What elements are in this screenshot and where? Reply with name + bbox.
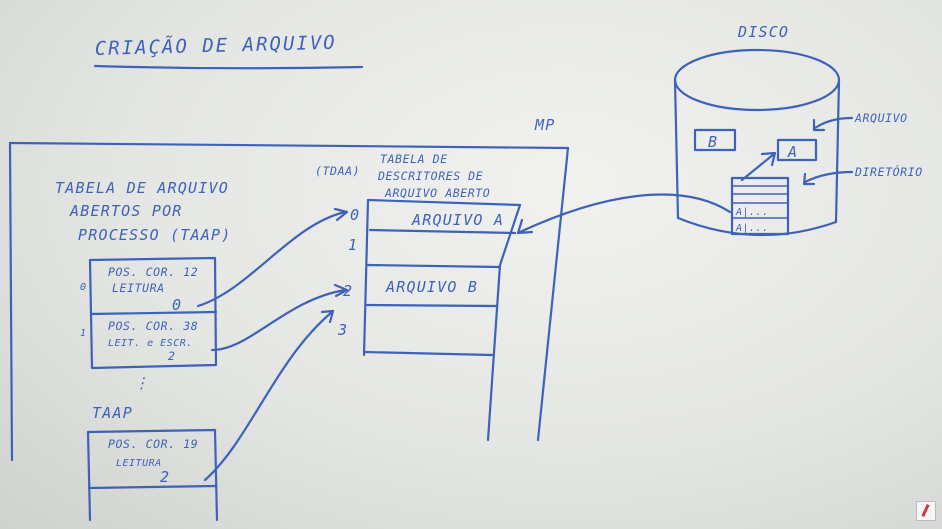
mp-top-border (8, 141, 570, 150)
taap1-cell: POS. COR. 12 (108, 265, 198, 279)
taap2-cell: LEITURA (116, 458, 162, 469)
mp-label: MP (534, 116, 555, 134)
taap1-cell: LEIT. e ESCR. (108, 338, 193, 349)
disk-directory: A|... A|... (730, 176, 790, 236)
mp-left-border (8, 141, 14, 462)
tdaa-table: 0 1 2 3 ARQUIVO A ARQUIVO B (337, 198, 522, 442)
dir-to-file-arrowhead (760, 151, 777, 167)
diretorio-pointer-head (802, 172, 816, 186)
taap2-cell: POS. COR. 19 (108, 437, 198, 451)
dir-entry: A|... (735, 207, 769, 218)
taap2-table: POS. COR. 19 LEITURA 2 (86, 428, 219, 522)
taap2-title: TAAP (92, 404, 133, 422)
tdaa-index: 3 (337, 321, 348, 339)
dir-to-file-arrow (740, 152, 776, 182)
taap1-cell: 0 (172, 296, 182, 314)
title-underline (93, 64, 364, 70)
arquivo-label: ARQUIVO (854, 111, 908, 125)
tdaa-index: 1 (348, 236, 358, 254)
diretorio-label: DIRETÓRIO (854, 164, 923, 179)
mp-right-border (536, 146, 570, 442)
arquivo-pointer (813, 116, 854, 130)
disk-to-tdaa-arrowhead (516, 218, 534, 235)
svg-text:TABELA DE ARQUIVO: TABELA DE ARQUIVO (55, 179, 229, 197)
taap-to-tdaa-arrows (196, 207, 349, 482)
taap2-cell: 2 (160, 468, 170, 486)
svg-text:A: A (787, 143, 798, 161)
disk-label: DISCO (737, 23, 789, 41)
dir-entry: A|... (735, 223, 769, 234)
tdaa-index: 2 (343, 282, 353, 300)
taap1-cell: LEITURA (112, 281, 165, 295)
svg-text:ARQUIVO ABERTO: ARQUIVO ABERTO (384, 186, 490, 200)
arquivo-pointer-head (812, 118, 826, 132)
diretorio-pointer (803, 170, 854, 184)
taap1-title: TABELA DE ARQUIVO ABERTOS POR PROCESSO (… (55, 179, 231, 244)
tdaa-row: ARQUIVO A (411, 211, 504, 229)
page-title: CRIAÇÃO DE ARQUIVO (95, 31, 337, 60)
svg-text:PROCESSO (TAAP): PROCESSO (TAAP) (78, 226, 231, 244)
taap1-table: 0 1 POS. COR. 12 LEITURA 0 POS. COR. 38 … (80, 256, 218, 392)
disk-file-a: A (776, 138, 818, 162)
svg-text:ABERTOS POR: ABERTOS POR (69, 202, 183, 220)
disk-to-tdaa-arrow (518, 193, 732, 234)
tdaa-index: 0 (350, 206, 360, 224)
svg-text:DESCRITORES DE: DESCRITORES DE (377, 169, 483, 183)
tdaa-abbr: (TDAA) (315, 164, 360, 178)
svg-text:TABELA DE: TABELA DE (380, 152, 448, 166)
taap1-ellipsis: ⋮ (134, 374, 150, 392)
channel-logo-icon (916, 501, 936, 521)
taap1-row-index: 1 (80, 328, 87, 339)
tdaa-title: TABELA DE DESCRITORES DE ARQUIVO ABERTO (377, 152, 490, 200)
taap1-row-index: 0 (80, 282, 87, 293)
tdaa-row: ARQUIVO B (385, 278, 478, 296)
taap1-cell: POS. COR. 38 (108, 319, 198, 333)
svg-text:B: B (708, 133, 718, 151)
taap1-cell: 2 (168, 349, 176, 363)
disk-file-b: B (693, 128, 737, 152)
